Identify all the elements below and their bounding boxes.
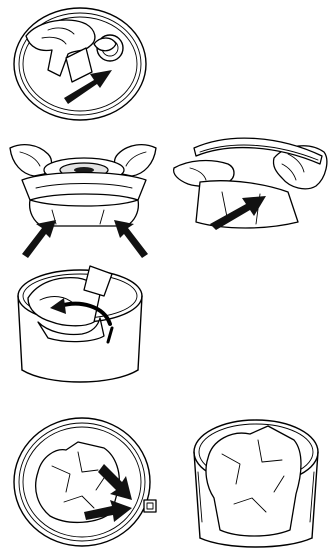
arrow-up-right-icon bbox=[22, 220, 56, 258]
panel-open-cover bbox=[8, 6, 158, 126]
latch-icon bbox=[144, 500, 156, 512]
panel-seat-collar bbox=[170, 118, 330, 236]
panel-arrange-bag bbox=[8, 262, 158, 388]
panel-pack-bag bbox=[8, 412, 160, 550]
arrow-up-left-icon bbox=[114, 220, 148, 258]
panel-stretch-collar bbox=[8, 140, 158, 260]
panel-bag-installed bbox=[186, 412, 328, 550]
